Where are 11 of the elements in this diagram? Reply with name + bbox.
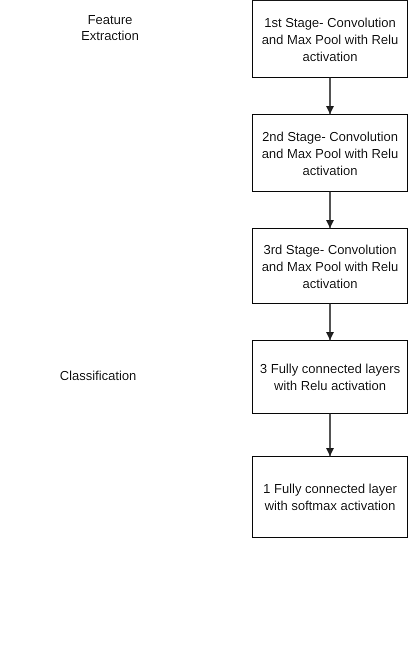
section-label: Feature Extraction — [80, 12, 140, 44]
arrow — [326, 192, 334, 228]
process-box: 1 Fully connected layer with softmax activation — [252, 456, 408, 538]
arrow — [326, 78, 334, 114]
process-box: 2nd Stage- Convolution and Max Pool with Relu activation — [252, 114, 408, 192]
arrow — [326, 414, 334, 456]
process-box: 3 Fully connected layers with Relu activation — [252, 340, 408, 414]
arrow — [326, 304, 334, 340]
process-box: 3rd Stage- Convolution and Max Pool with Relu activation — [252, 228, 408, 304]
section-label: Classification — [58, 368, 138, 384]
process-box: 1st Stage- Convolution and Max Pool with Relu activation — [252, 0, 408, 78]
